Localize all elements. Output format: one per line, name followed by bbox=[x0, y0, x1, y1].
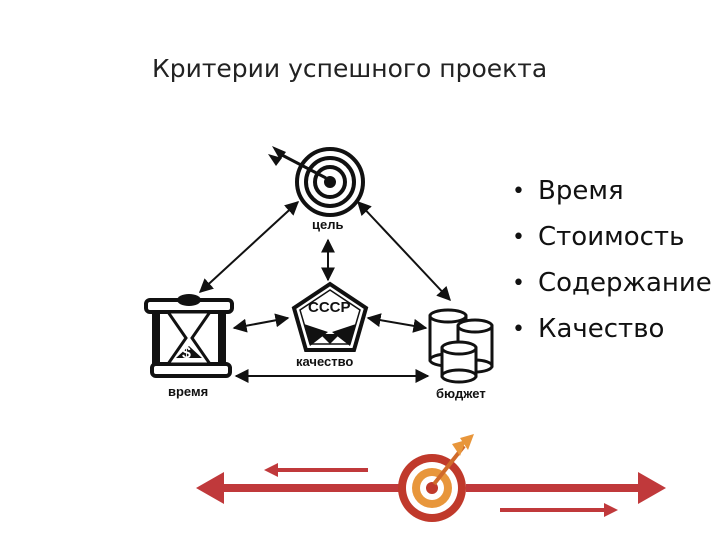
list-item: •Содержание bbox=[512, 268, 712, 298]
quality-mark-icon bbox=[291, 281, 369, 352]
criterion-scope: Содержание bbox=[538, 268, 712, 298]
list-item: •Качество bbox=[512, 314, 665, 344]
goal-time-arrow bbox=[198, 201, 300, 293]
coins-icon bbox=[428, 308, 494, 384]
project-triangle-diagram: цель СССР качество $ время бюджет bbox=[144, 146, 494, 401]
upper-left-arrow bbox=[264, 463, 368, 477]
quality-mark-text: СССР bbox=[308, 299, 351, 316]
quality-budget-arrow bbox=[366, 313, 428, 333]
lower-right-arrow bbox=[500, 503, 618, 517]
list-item: •Стоимость bbox=[512, 222, 685, 252]
criterion-time: Время bbox=[538, 176, 624, 206]
target-icon bbox=[398, 434, 474, 522]
target-icon bbox=[268, 146, 365, 217]
criterion-quality: Качество bbox=[538, 314, 665, 344]
bottom-target-graphic bbox=[196, 434, 666, 522]
budget-label: бюджет bbox=[436, 386, 486, 401]
goal-label: цель bbox=[312, 217, 343, 232]
goal-budget-arrow bbox=[357, 200, 451, 302]
dollar-sign: $ bbox=[182, 345, 191, 362]
slide-title: Критерии успешного проекта bbox=[152, 54, 548, 83]
left-arrow bbox=[196, 472, 416, 504]
hourglass-icon bbox=[144, 294, 234, 378]
quality-time-arrow bbox=[232, 313, 290, 333]
time-label: время bbox=[168, 384, 208, 399]
list-item: •Время bbox=[512, 176, 624, 206]
quality-label: качество bbox=[296, 354, 353, 369]
right-arrow bbox=[466, 472, 666, 504]
criteria-list: •Время •Стоимость •Содержание •Качество bbox=[512, 168, 712, 352]
criterion-cost: Стоимость bbox=[538, 222, 685, 252]
